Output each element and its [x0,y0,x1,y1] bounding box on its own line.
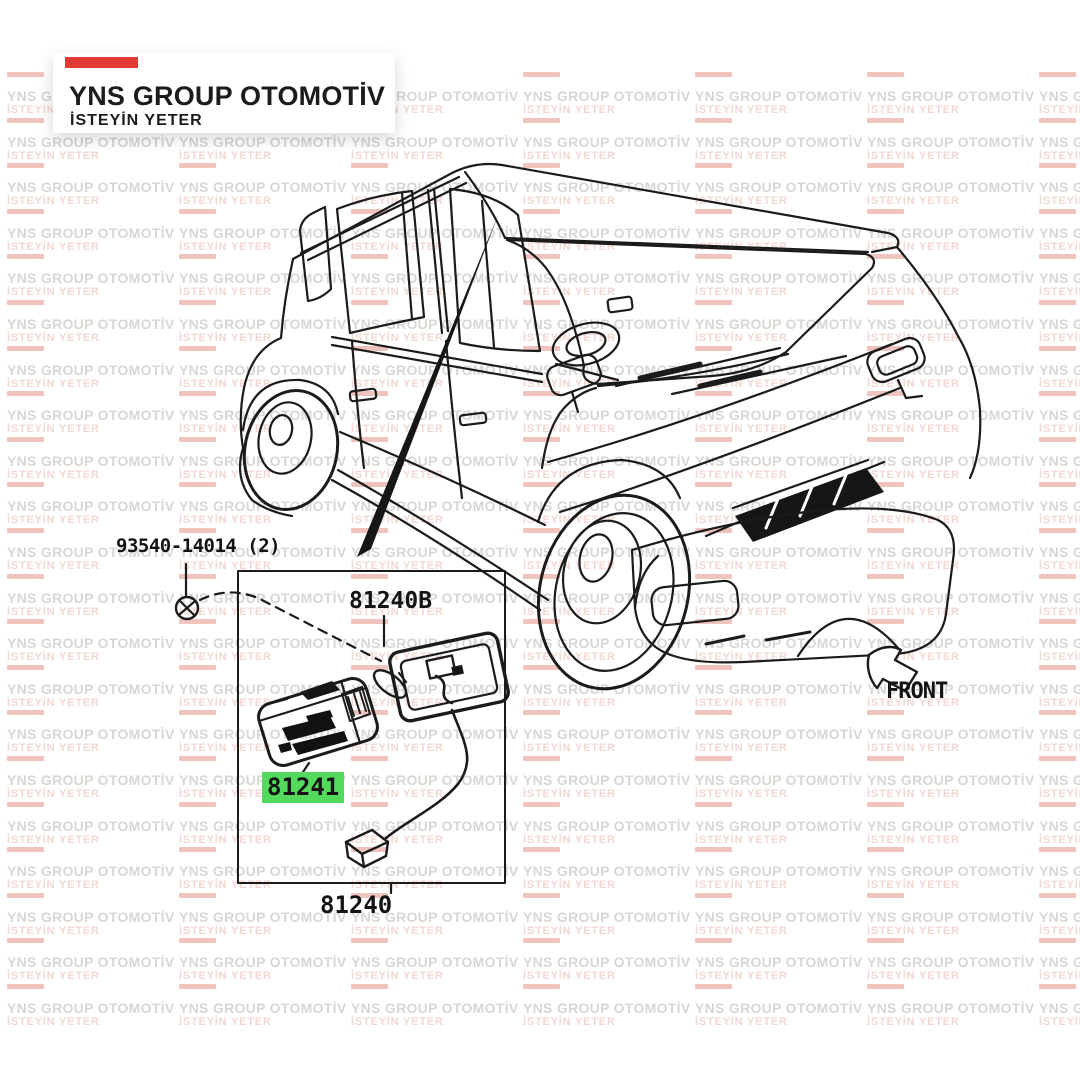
front-direction-arrow [866,645,919,693]
logo-subtitle: İSTEYİN YETER [70,112,203,129]
logo-accent-bar [65,57,138,68]
vehicle-line-art [238,162,982,691]
housing-part [382,614,510,723]
wiper-blade [637,361,703,381]
side-mirror-left [546,353,602,414]
rear-door-window [335,189,426,335]
lamp-wire [384,708,469,840]
door-handle [348,387,378,403]
detail-box [237,570,506,895]
front-direction-label: FRONT [886,679,948,704]
headlight-band [735,468,884,542]
logo-title: YNS GROUP OTOMOTİV [69,81,386,111]
screw-part-number: 93540-14014 (2) [116,535,281,557]
wiper-blade [697,369,763,389]
front-wheel [536,458,692,691]
interior-lamp-pointer-arrow [357,213,499,557]
door-handle [458,411,488,427]
dashed-leader [198,591,383,663]
assembly-part-number: 81240 [320,891,393,919]
lens-part [257,677,379,774]
windshield [505,238,876,386]
connector-part [344,828,390,869]
rearview-mirror [606,295,634,314]
rear-wheel [241,378,340,511]
front-door-window [448,187,542,353]
front-bumper [630,507,956,664]
steering-wheel [551,321,621,367]
b-pillar [426,187,450,335]
lens-part-number-highlighted: 81241 [262,772,345,804]
screw-part [174,562,200,621]
housing-part-number: 81240B [349,588,433,614]
bumper-vent [650,579,740,627]
roof-rail [306,181,468,262]
quarter-window [298,205,333,303]
brand-logo-card: YNS GROUP OTOMOTİV İSTEYİN YETER [53,53,395,133]
